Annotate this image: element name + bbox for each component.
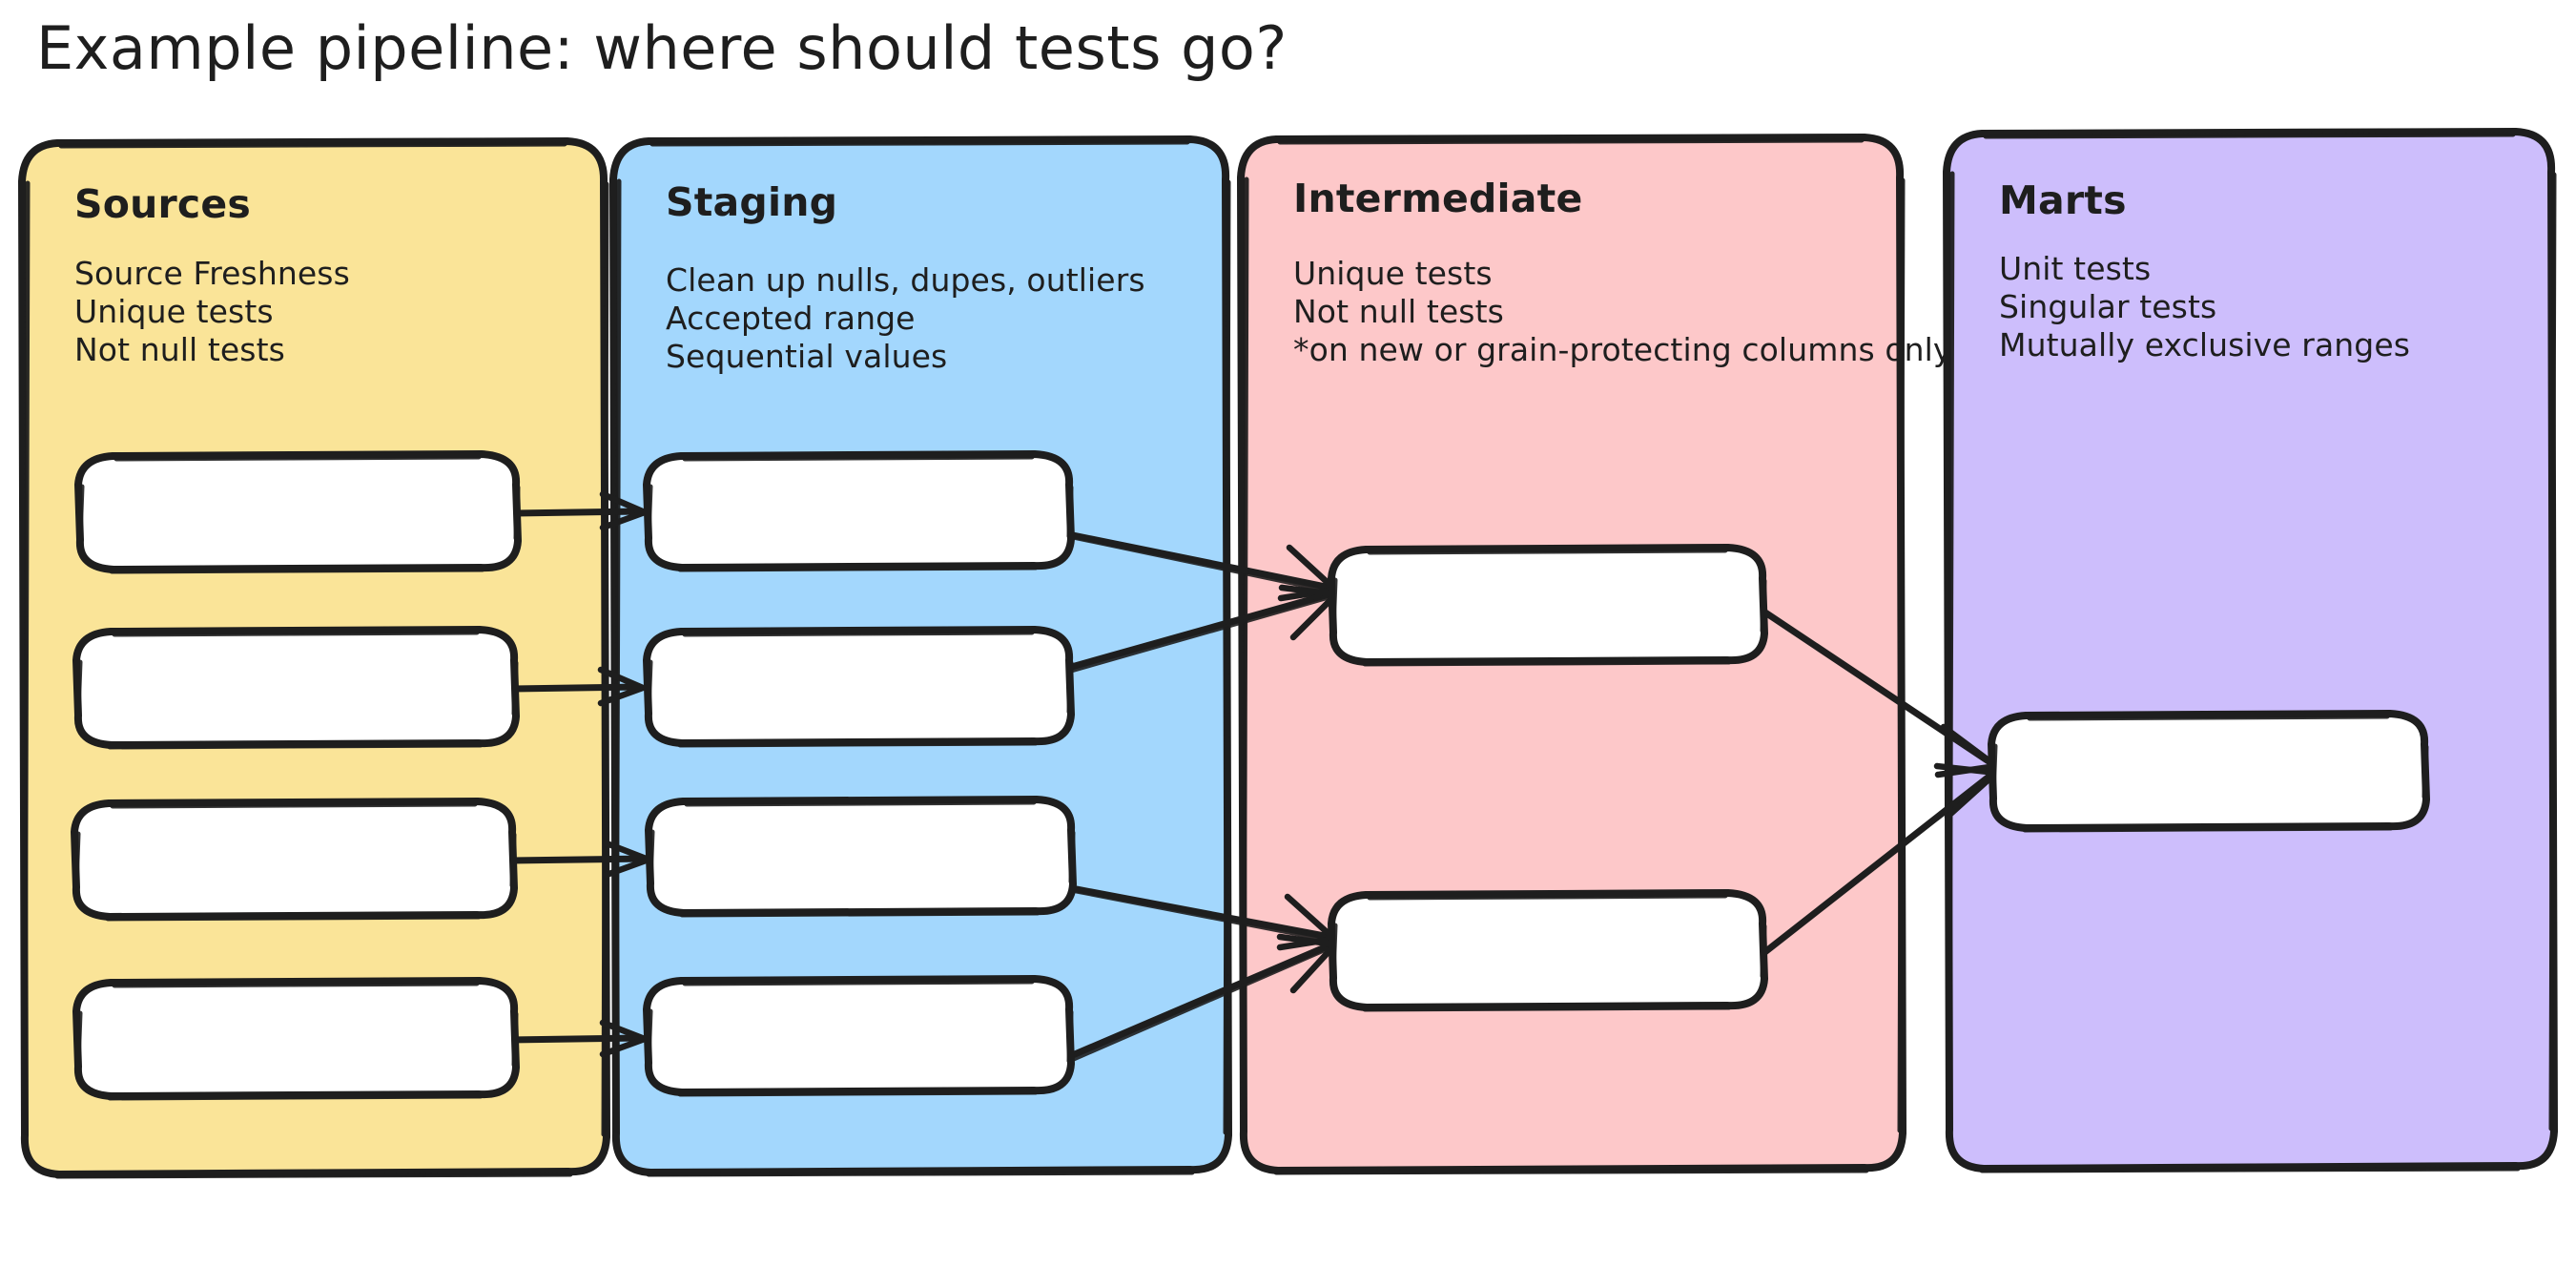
staging-node-1[interactable]	[643, 450, 1075, 572]
marts-nodes	[1988, 710, 2430, 833]
staging-nodes	[643, 450, 1077, 1097]
column-marts[interactable]: Marts Unit tests Singular tests Mutually…	[1943, 128, 2558, 1173]
staging-node-2[interactable]	[643, 626, 1075, 748]
sources-node-1[interactable]	[74, 450, 522, 574]
marts-node-1[interactable]	[1988, 710, 2430, 833]
edges-layer	[505, 490, 2000, 1063]
sources-nodes	[71, 450, 522, 1101]
column-intermediate-title: Intermediate	[1293, 176, 1582, 221]
column-staging-sketch	[613, 139, 1231, 1177]
intermediate-node-2[interactable]	[1328, 889, 1768, 1012]
column-intermediate-line-2: Not null tests	[1293, 293, 1504, 330]
column-sources-sketch	[22, 141, 609, 1179]
edge-sources2-staging2	[509, 666, 647, 707]
sources-node-4[interactable]	[72, 977, 520, 1101]
column-staging-line-3: Sequential values	[666, 338, 947, 375]
sources-node-2[interactable]	[72, 626, 520, 750]
column-marts-line-2: Singular tests	[1999, 288, 2216, 325]
intermediate-node-1[interactable]	[1328, 544, 1768, 667]
column-sources-line-1: Source Freshness	[74, 255, 350, 292]
column-marts-title: Marts	[1999, 177, 2127, 223]
column-staging-line-1: Clean up nulls, dupes, outliers	[666, 261, 1145, 299]
column-marts-background	[1943, 128, 2558, 1173]
column-marts-sketch	[1947, 132, 2557, 1173]
intermediate-nodes	[1328, 544, 1768, 1012]
column-intermediate-line-1: Unique tests	[1293, 255, 1493, 292]
staging-node-3[interactable]	[645, 796, 1077, 918]
column-marts-line-1: Unit tests	[1999, 250, 2151, 287]
column-sources-line-3: Not null tests	[74, 331, 285, 368]
column-sources-title: Sources	[74, 181, 251, 227]
staging-node-4[interactable]	[643, 975, 1075, 1097]
sources-node-3[interactable]	[71, 798, 518, 922]
column-staging-title: Staging	[666, 179, 837, 225]
column-intermediate-line-3: *on new or grain-protecting columns only	[1293, 331, 1952, 368]
column-marts-line-3: Mutually exclusive ranges	[1999, 326, 2410, 363]
column-intermediate-sketch	[1241, 137, 1906, 1175]
column-sources-line-2: Unique tests	[74, 293, 274, 330]
page-title: Example pipeline: where should tests go?	[36, 13, 1288, 83]
column-staging-line-2: Accepted range	[666, 300, 916, 337]
